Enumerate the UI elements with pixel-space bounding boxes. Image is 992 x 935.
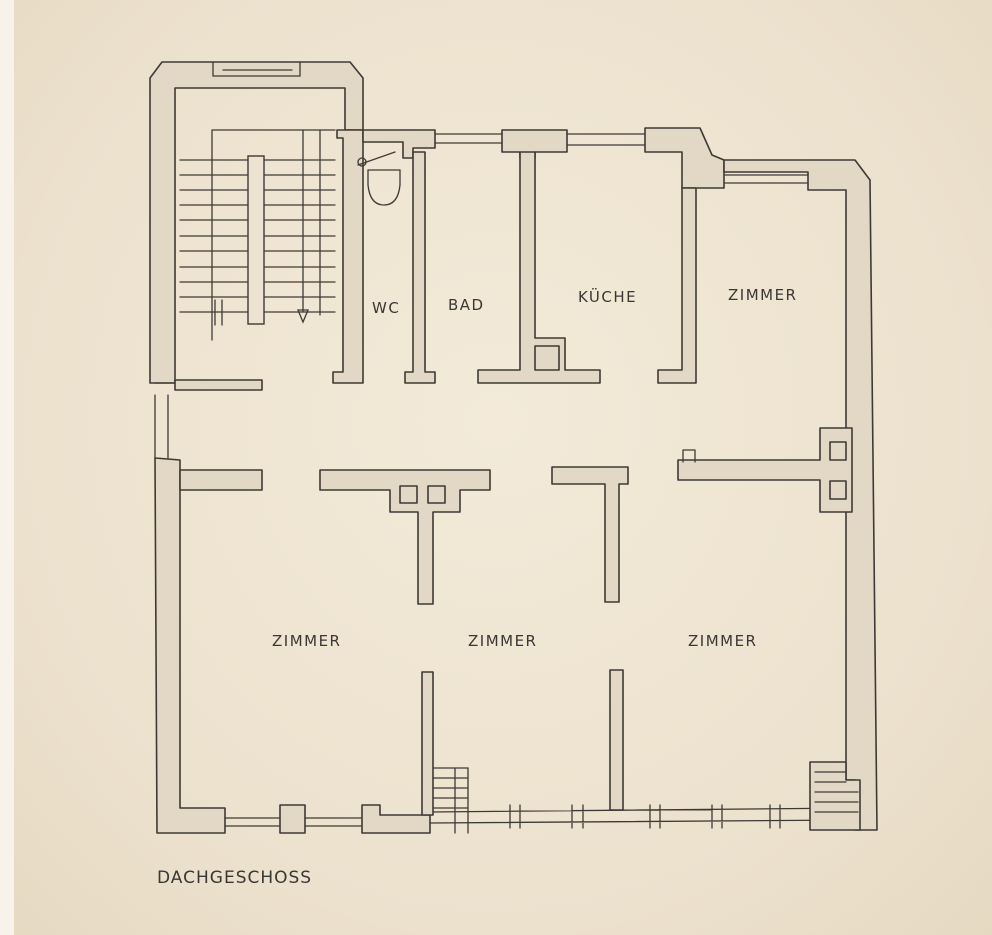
stairwell-inner-wall [332,129,364,384]
wc-bad-wall [404,151,436,384]
chimney-2 [427,485,446,504]
bad-kueche-wall [477,151,601,384]
room-label-kueche: KÜCHE [578,287,637,306]
chimney-3 [829,441,847,461]
kueche-zimmer-wall [657,187,697,384]
bottom-wall-left [279,804,306,834]
lower-partition-left [421,671,434,816]
staircase [179,129,336,341]
bottom-right-steps [814,771,859,813]
room-label-zimmer-top-right: ZIMMER [728,286,797,304]
center-t-wall [319,469,491,605]
bottom-windows [224,804,856,829]
center-right-t-wall [551,466,629,603]
left-outer-wall [154,457,226,834]
chimney-1 [399,485,418,504]
corridor-wall-left-top [174,379,263,391]
plan-caption: Dachgeschoss [157,868,313,888]
top-window-2 [566,133,646,146]
corridor-wall-left [179,469,263,491]
lower-partition-right [609,669,624,811]
top-wall-right [644,127,725,189]
room-label-zimmer-bottom-center: ZIMMER [468,632,537,650]
right-partition-wall [677,427,853,513]
top-window-1 [434,133,503,144]
room-label-zimmer-bottom-right: ZIMMER [688,632,757,650]
chimney-4 [829,480,847,500]
room-label-bad: BAD [448,296,485,314]
toilet-icon [357,151,401,206]
right-door-stub [682,449,696,463]
room-label-zimmer-bottom-left: ZIMMER [272,632,341,650]
left-door-frame [154,382,176,459]
bottom-center-steps [432,767,469,834]
right-outer-wall [723,159,878,831]
right-top-window [723,174,809,184]
bottom-wall-center [361,804,431,834]
bottom-right-pier [809,761,861,831]
room-label-wc: WC [372,299,400,317]
paper-edge [0,0,14,935]
stair-window [212,61,301,77]
kueche-chimney [534,345,560,371]
